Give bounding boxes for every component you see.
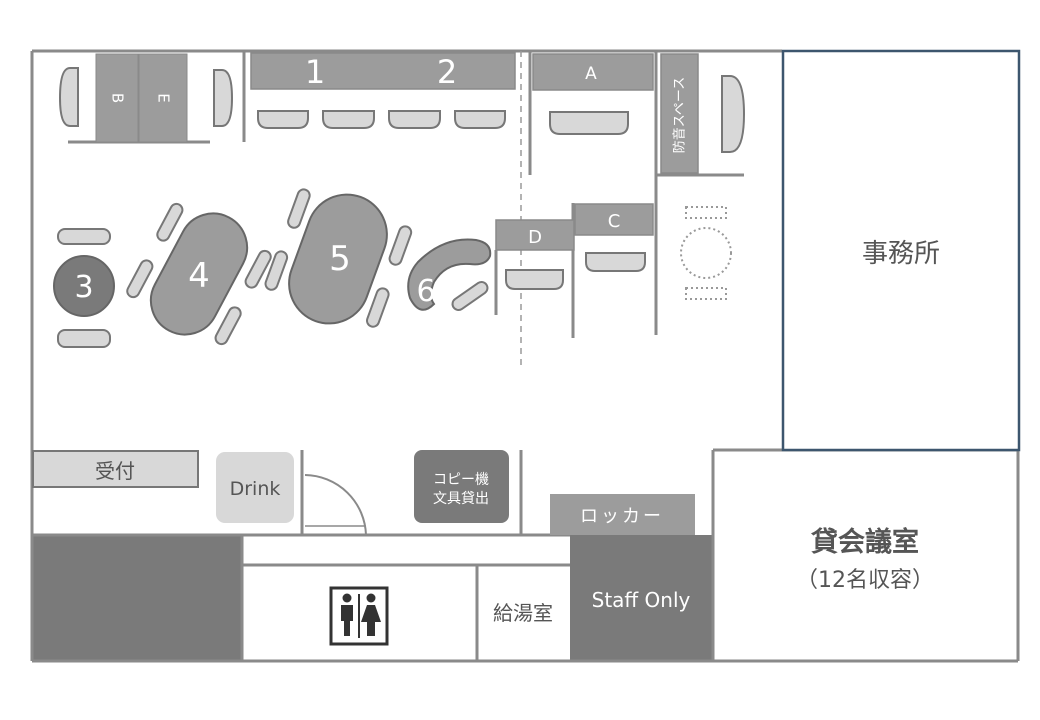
copy-label-line1: コピー機 xyxy=(433,472,489,488)
meeting-room-capacity: （12名収容） xyxy=(796,568,934,593)
copy-station[interactable] xyxy=(414,450,509,523)
chair xyxy=(549,111,629,135)
door-swing xyxy=(304,474,367,536)
chair xyxy=(264,250,289,291)
desk-b[interactable] xyxy=(95,53,139,143)
desk-2-label: 2 xyxy=(437,53,457,91)
chair xyxy=(585,252,646,272)
staff-only-label: Staff Only xyxy=(592,588,691,612)
soundproof-label: 防音スペース xyxy=(672,77,688,153)
table-6-label: 6 xyxy=(416,274,435,309)
chair xyxy=(366,287,390,328)
dotted-round-table xyxy=(680,206,732,300)
office-label: 事務所 xyxy=(862,239,940,269)
desk-d[interactable] xyxy=(495,219,575,251)
desk-a[interactable] xyxy=(532,53,654,91)
table-5-group xyxy=(264,183,413,334)
drink-label: Drink xyxy=(230,478,281,500)
table-3-label: 3 xyxy=(74,270,93,305)
chair xyxy=(322,110,375,129)
meeting-room-label: 貸会議室 xyxy=(811,526,919,558)
chair xyxy=(505,269,564,290)
chair xyxy=(126,259,154,299)
reception-label: 受付 xyxy=(95,459,135,483)
locker-label: ロッカー xyxy=(580,506,664,527)
reception-desk[interactable] xyxy=(32,450,199,488)
desk-c[interactable] xyxy=(574,203,654,236)
dark-block-left xyxy=(32,535,242,661)
office-room[interactable] xyxy=(781,49,1021,452)
table-5-label: 5 xyxy=(329,239,351,279)
desk-d-label: D xyxy=(528,227,542,248)
chair xyxy=(454,110,506,129)
soundproof-booth[interactable] xyxy=(660,53,699,174)
desk-a-label: A xyxy=(585,64,597,84)
chair xyxy=(57,228,111,245)
chair xyxy=(214,306,242,346)
chair xyxy=(721,75,746,153)
locker[interactable] xyxy=(550,494,695,535)
chair xyxy=(213,69,234,127)
desk-e-label: E xyxy=(155,93,173,102)
desk-1-2[interactable] xyxy=(250,52,516,90)
table-6[interactable] xyxy=(407,238,492,311)
desk-e[interactable] xyxy=(138,53,188,143)
desk-1-label: 1 xyxy=(305,53,325,91)
table-5[interactable] xyxy=(278,183,398,334)
kitchenette-label: 給湯室 xyxy=(493,601,553,625)
chair xyxy=(57,329,111,348)
chair xyxy=(58,67,79,127)
chair xyxy=(156,202,184,242)
desk-c-label: C xyxy=(608,211,621,232)
chair xyxy=(244,249,272,289)
chair xyxy=(451,280,489,312)
chair xyxy=(257,110,309,129)
table-4-group xyxy=(126,202,272,347)
copy-label-line2: 文具貸出 xyxy=(433,491,489,507)
drink-station[interactable] xyxy=(216,452,294,523)
chair xyxy=(388,225,413,266)
table-4[interactable] xyxy=(139,202,259,347)
chair xyxy=(287,188,311,229)
table-3[interactable] xyxy=(53,255,115,317)
restroom-icon[interactable] xyxy=(329,586,389,646)
desk-b-label: B xyxy=(109,93,127,103)
chair xyxy=(388,110,441,129)
staff-only-room xyxy=(570,535,713,661)
table-4-label: 4 xyxy=(188,256,210,296)
